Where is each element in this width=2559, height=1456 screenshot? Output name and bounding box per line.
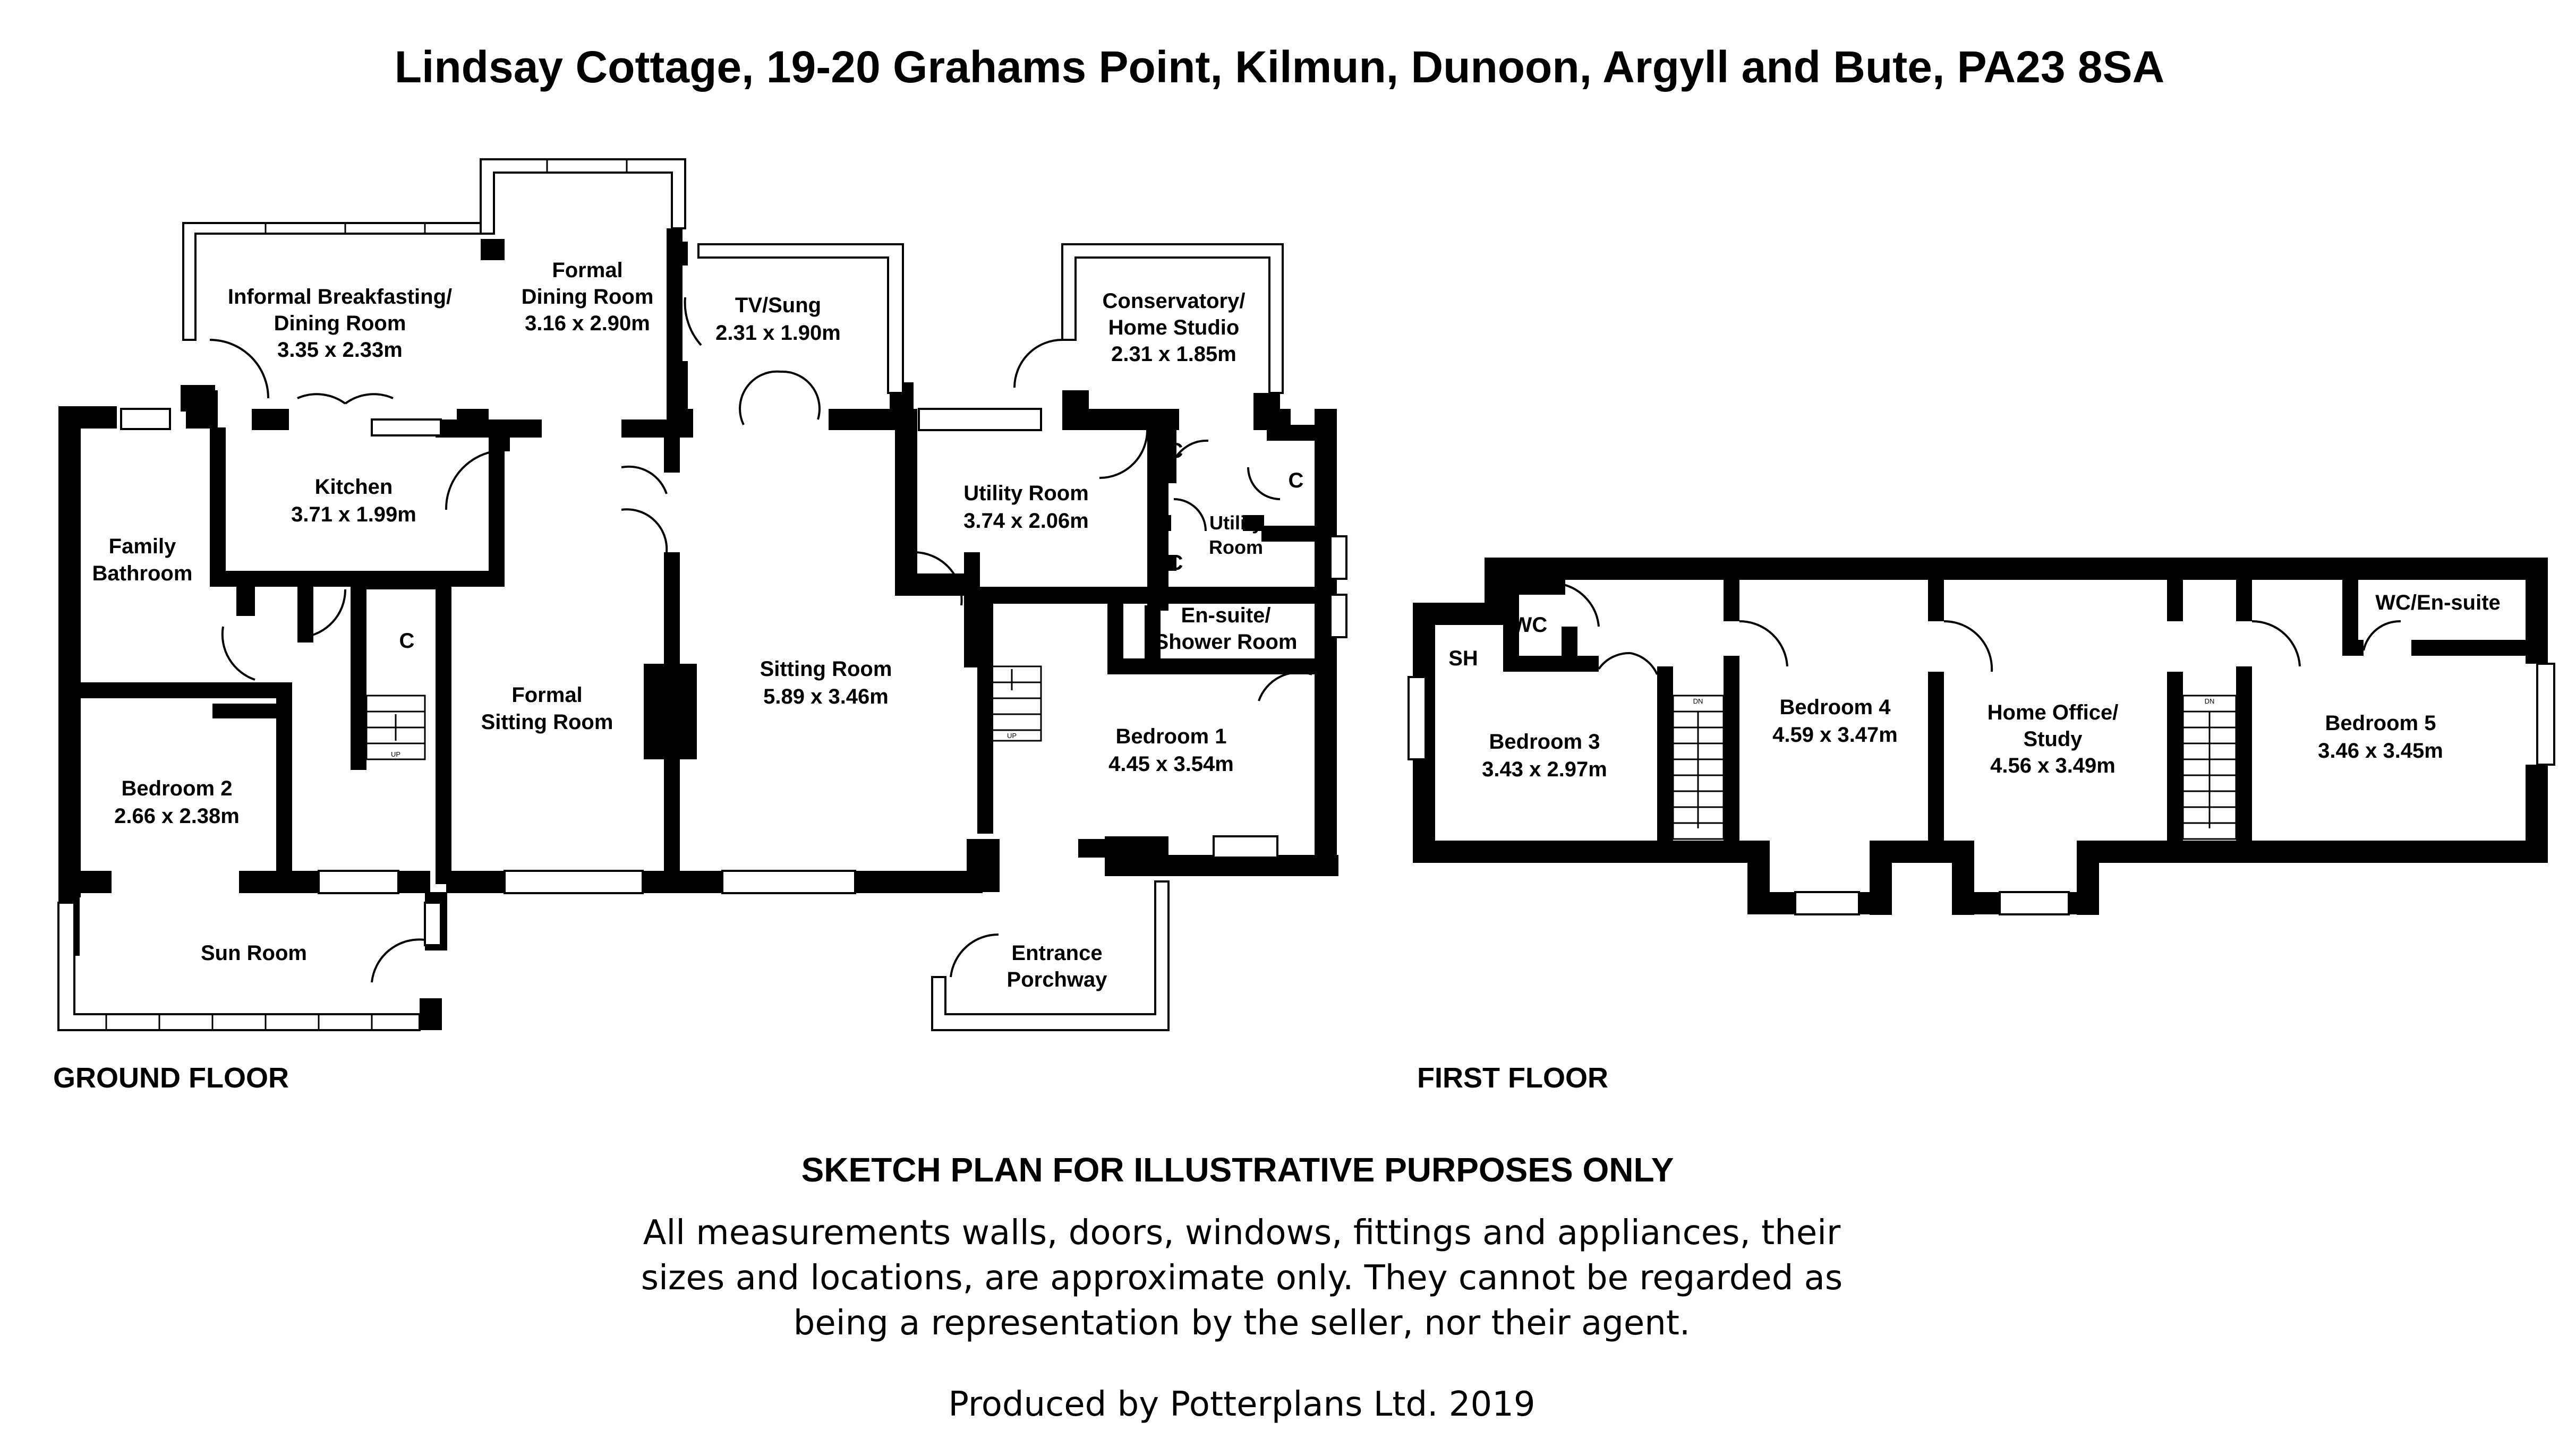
first-floor-windows [1408, 663, 2555, 915]
room-bedroom4-name: Bedroom 4 [1780, 696, 1891, 719]
room-bedroom5-name: Bedroom 5 [2325, 712, 2436, 735]
room-sitting-dim: 5.89 x 3.46m [763, 685, 889, 708]
room-sun-room-name: Sun Room [201, 941, 307, 965]
room-entrance-name: Entrance [1011, 941, 1102, 965]
room-conservatory-dim: 2.31 x 1.85m [1111, 342, 1236, 366]
ground-floor-doors [209, 297, 1312, 983]
disclaimer-line-2: sizes and locations, are approximate onl… [641, 1258, 1843, 1298]
room-sitting-name: Sitting Room [760, 657, 892, 681]
room-bedroom3-name: Bedroom 3 [1489, 730, 1600, 753]
first-floor-labels: SH WC Bedroom 3 3.43 x 2.97m Bedroom 4 4… [1448, 591, 2501, 781]
cupboard-label-3: C [1168, 551, 1183, 575]
stair-dn-label-1: DN [1693, 697, 1703, 705]
stair-up-label-1: UP [391, 750, 400, 758]
room-entrance-name-2: Porchway [1007, 968, 1108, 991]
room-family-bathroom-name: Family [109, 535, 176, 558]
room-conservatory-name-2: Home Studio [1108, 316, 1240, 339]
room-wc-ensuite-label: WC/En-suite [2375, 591, 2501, 614]
room-kitchen-name: Kitchen [315, 475, 393, 499]
producer-credit: Produced by Potterplans Ltd. 2019 [948, 1385, 1535, 1424]
first-floor-plan: DN DN SH WC Bedroom 3 3.43 x 2.97m Bedro… [1408, 558, 2555, 1094]
room-tv-sung-name: TV/Sung [735, 294, 821, 317]
disclaimer: SKETCH PLAN FOR ILLUSTRATIVE PURPOSES ON… [641, 1151, 1843, 1424]
room-home-office-dim: 4.56 x 3.49m [1990, 754, 2116, 777]
ground-floor-walls [58, 228, 1338, 1030]
stair-dn-label-2: DN [2205, 697, 2215, 705]
ground-floor-plan: UP UP Informal Breakfasting/ Dining Room… [53, 158, 1347, 1094]
room-formal-dining-name-2: Dining Room [522, 285, 654, 309]
room-bedroom2-dim: 2.66 x 2.38m [114, 804, 240, 828]
stair-up-label-2: UP [1007, 732, 1017, 740]
room-informal-breakfasting-dim: 3.35 x 2.33m [277, 338, 403, 362]
cupboard-label-2: C [1289, 469, 1304, 492]
room-home-office-name-2: Study [2023, 727, 2083, 751]
room-informal-breakfasting-name-2: Dining Room [274, 312, 406, 335]
room-kitchen-dim: 3.71 x 1.99m [291, 503, 416, 526]
ground-floor-heading: GROUND FLOOR [53, 1062, 289, 1094]
room-bedroom5-dim: 3.46 x 3.45m [2318, 739, 2443, 763]
ground-floor-labels: Informal Breakfasting/ Dining Room 3.35 … [92, 259, 1304, 991]
room-formal-dining-name: Formal [552, 259, 622, 282]
room-bedroom1-name: Bedroom 1 [1116, 725, 1227, 748]
disclaimer-line-3: being a representation by the seller, no… [794, 1304, 1691, 1343]
ground-floor-stairs: UP UP [365, 665, 1042, 760]
cupboard-label-4: C [399, 629, 415, 653]
room-ensuite-name-2: Shower Room [1155, 630, 1298, 654]
room-bedroom3-dim: 3.43 x 2.97m [1482, 758, 1607, 781]
room-bedroom2-name: Bedroom 2 [122, 777, 233, 800]
room-ensuite-name: En-suite/ [1181, 604, 1271, 627]
room-formal-sitting-name: Formal [511, 683, 582, 707]
room-utility-small-name-2: Room [1209, 536, 1263, 558]
room-bedroom4-dim: 4.59 x 3.47m [1772, 723, 1898, 747]
room-wc-label: WC [1512, 613, 1548, 637]
ground-floor-windows [57, 158, 1347, 1031]
room-utility-dim: 3.74 x 2.06m [963, 509, 1089, 533]
disclaimer-heading: SKETCH PLAN FOR ILLUSTRATIVE PURPOSES ON… [801, 1151, 1674, 1189]
room-formal-dining-dim: 3.16 x 2.90m [525, 312, 650, 335]
cupboard-label-1: C [1168, 439, 1183, 463]
room-utility-small-name: Utility [1209, 512, 1263, 534]
first-floor-heading: FIRST FLOOR [1417, 1062, 1608, 1094]
room-home-office-name: Home Office/ [1988, 701, 2119, 724]
disclaimer-line-1: All measurements walls, doors, windows, … [643, 1213, 1841, 1253]
room-sh-label: SH [1448, 647, 1478, 670]
room-family-bathroom-name-2: Bathroom [92, 562, 193, 585]
first-floor-stairs: DN DN [1672, 695, 2237, 840]
room-informal-breakfasting-name: Informal Breakfasting/ [228, 285, 452, 309]
first-floor-doors [1561, 583, 2401, 675]
room-bedroom1-dim: 4.45 x 3.54m [1108, 752, 1234, 776]
room-conservatory-name: Conservatory/ [1103, 289, 1246, 313]
room-utility-name: Utility Room [963, 482, 1089, 505]
plan-title: Lindsay Cottage, 19-20 Grahams Point, Ki… [395, 42, 2165, 92]
first-floor-walls [1413, 558, 2548, 915]
room-formal-sitting-name-2: Sitting Room [481, 710, 613, 734]
room-tv-sung-dim: 2.31 x 1.90m [715, 321, 841, 345]
